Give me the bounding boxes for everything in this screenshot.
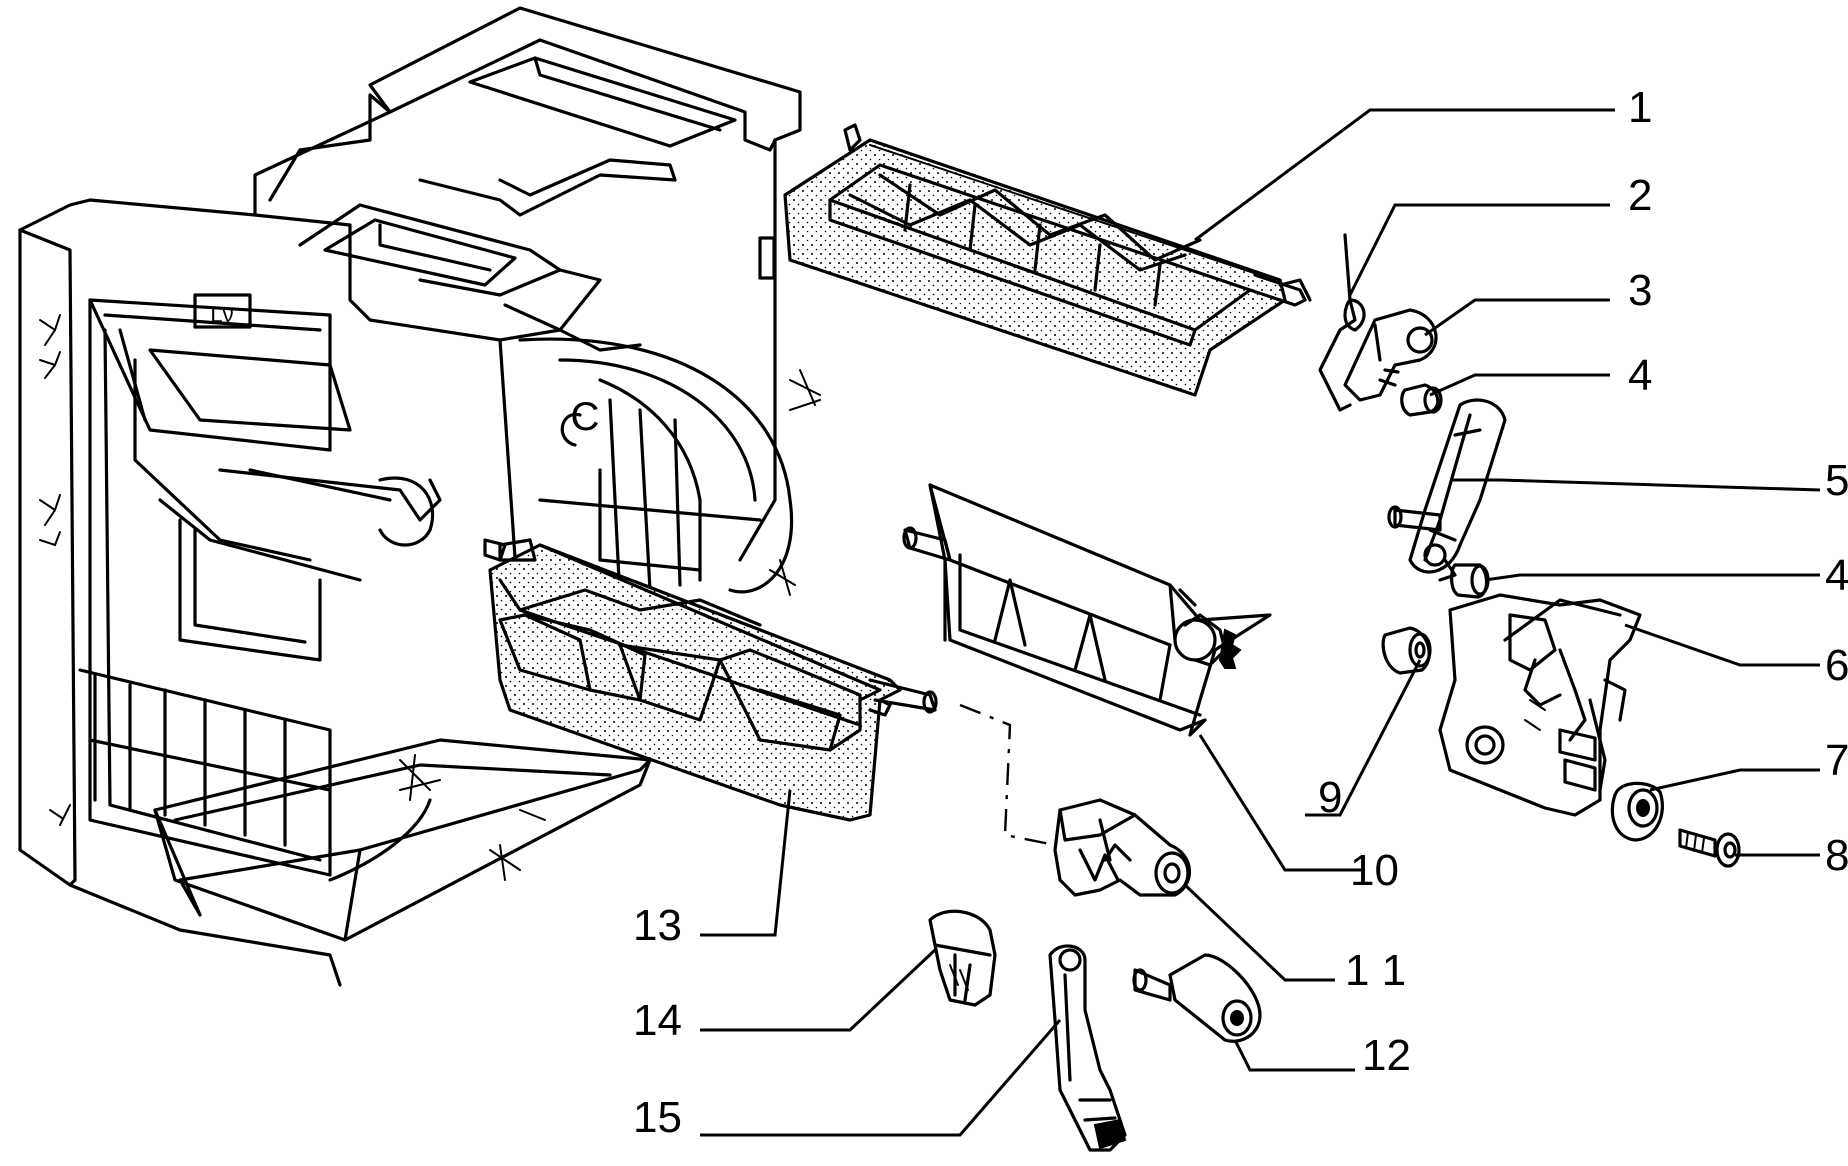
- part-14-clip: [928, 909, 997, 1007]
- leader-13: [700, 789, 792, 937]
- part-10-mid-flap: [902, 483, 1272, 737]
- leader-4b: [1484, 573, 1820, 582]
- callout-9: 9: [1318, 773, 1342, 822]
- part-15-rod: [1048, 944, 1127, 1152]
- leader-9: [1305, 659, 1422, 817]
- housing-marking: Lν: [210, 302, 233, 327]
- leader-lines: [700, 108, 1821, 1137]
- callout-5: 5: [1825, 456, 1848, 505]
- callout-12: 12: [1362, 1031, 1411, 1080]
- part-2-spring: [1318, 233, 1366, 412]
- part-12-link: [1132, 953, 1262, 1043]
- part-4-bushing-lower: [1450, 563, 1490, 599]
- callout-8: 8: [1825, 831, 1848, 880]
- callout-labels: 1 2 3 4 5 4 6 7 8 9 10 1 1 12 13 14 15: [633, 83, 1848, 1142]
- leader-15: [700, 1019, 1062, 1137]
- leader-7: [1649, 768, 1820, 792]
- part-5-lever: [1387, 398, 1507, 582]
- leader-14: [700, 948, 937, 1032]
- part-7-washer: [1610, 781, 1664, 842]
- callout-7: 7: [1825, 736, 1848, 785]
- heater-housing: Lν C: [18, 6, 821, 987]
- part-9-cap: [1381, 626, 1432, 675]
- leader-4a: [1429, 373, 1610, 397]
- leader-2: [1348, 203, 1610, 296]
- part-8-screw: [1678, 828, 1741, 868]
- part-4-bushing-upper: [1400, 383, 1443, 417]
- leader-10: [1198, 734, 1365, 872]
- callout-4-upper: 4: [1628, 351, 1652, 400]
- part-11-actuator: [1053, 798, 1191, 897]
- part-13-lower-flap: [483, 538, 938, 822]
- callout-3: 3: [1628, 266, 1652, 315]
- part-1-upper-flap: [783, 123, 1312, 397]
- leader-3: [1424, 298, 1610, 337]
- leader-5: [1450, 478, 1821, 492]
- leader-12: [1233, 1039, 1355, 1072]
- callout-14: 14: [633, 996, 682, 1045]
- assembly-axis-line: [959, 703, 1056, 847]
- housing-letter: C: [571, 395, 600, 439]
- leader-1: [1194, 108, 1615, 242]
- callout-15: 15: [633, 1093, 682, 1142]
- callout-4-lower: 4: [1825, 551, 1848, 600]
- part-6-control-plate: [1438, 593, 1642, 817]
- leader-11: [1183, 883, 1335, 982]
- callout-10: 10: [1350, 846, 1399, 895]
- callout-6: 6: [1825, 641, 1848, 690]
- part-3-crank: [1343, 308, 1438, 402]
- leader-6: [1624, 623, 1820, 667]
- callout-2: 2: [1628, 171, 1652, 220]
- callout-13: 13: [633, 901, 682, 950]
- callout-1: 1: [1628, 83, 1652, 132]
- callout-11: 1 1: [1345, 946, 1406, 995]
